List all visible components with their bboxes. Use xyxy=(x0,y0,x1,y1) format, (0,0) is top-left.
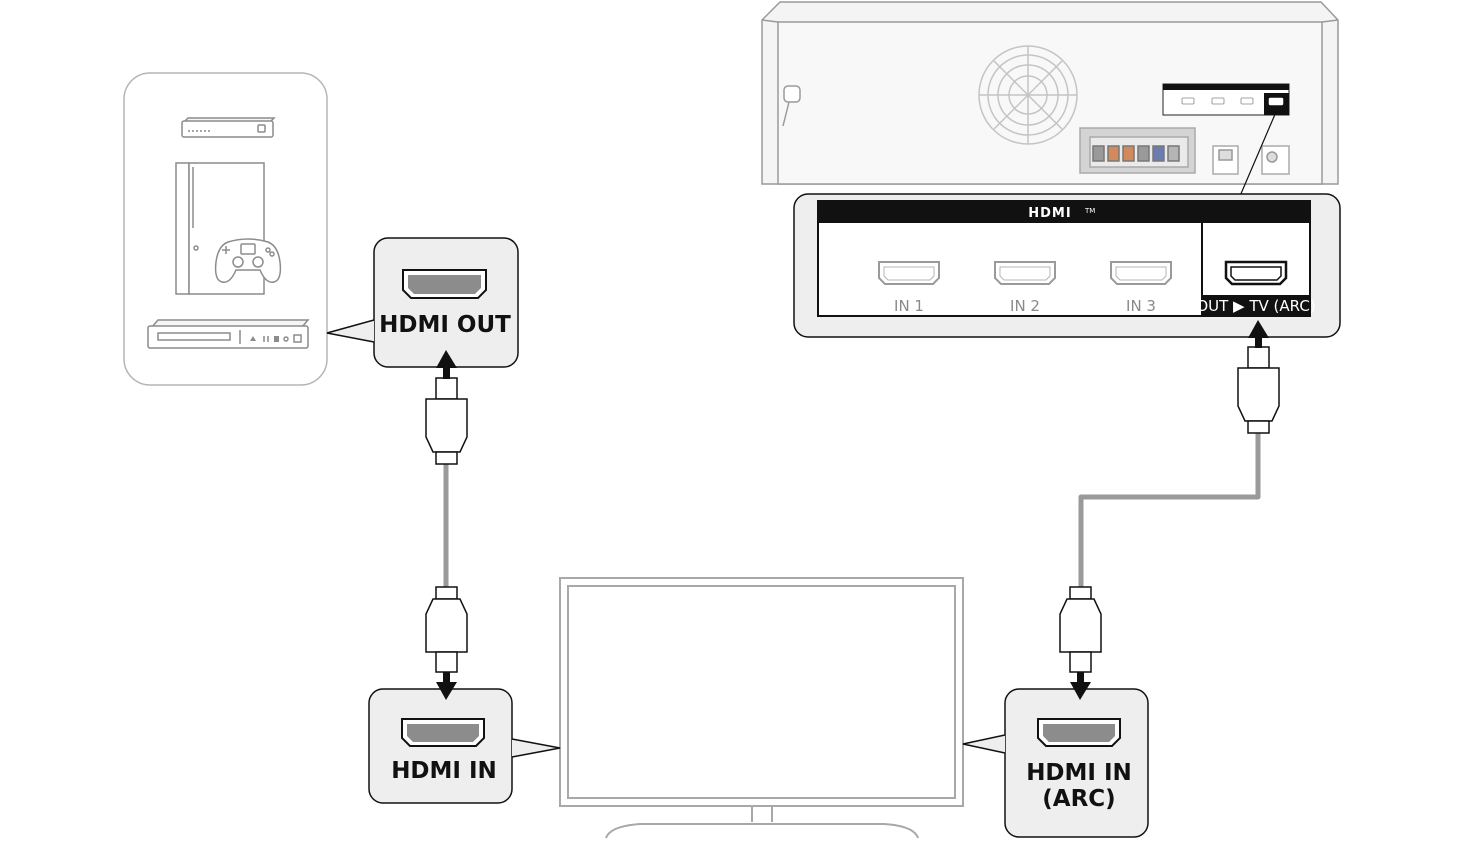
hdmi-in-arc-label-line1: HDMI IN xyxy=(1026,760,1132,786)
blu-ray-player-icon xyxy=(147,319,310,349)
soundbar-hdmi-mini-panel xyxy=(1162,83,1290,116)
speaker-terminals-icon xyxy=(1079,127,1196,174)
hdmi-in-1-port: IN 1 xyxy=(878,261,940,315)
hdmi-in-3-label: IN 3 xyxy=(1126,297,1156,315)
hdmi-logo: HDMI xyxy=(1028,206,1071,221)
hdmi-connector-icon xyxy=(1237,346,1280,434)
arrow-icon xyxy=(436,350,457,379)
hdmi-out-arc-port xyxy=(1224,260,1288,286)
hdmi-port-icon xyxy=(1037,718,1121,747)
arrow-icon xyxy=(1070,672,1091,700)
hdmi-in-1-label: IN 1 xyxy=(894,297,924,315)
soundbar-hdmi-panel: HDMI TM IN 1 IN 2 IN 3 OUT ▶ TV (ARC) xyxy=(793,193,1341,338)
hdmi-out-arc-label: OUT ▶ TV (ARC) xyxy=(1196,297,1315,315)
hdmi-out-label: HDMI OUT xyxy=(379,312,511,338)
hdmi-connector-icon xyxy=(1059,586,1102,673)
arrow-icon xyxy=(1248,320,1269,348)
hdmi-in-3-port: IN 3 xyxy=(1110,261,1172,315)
tv-icon xyxy=(559,577,964,839)
hdmi-connector-icon xyxy=(425,586,468,673)
hdmi-in-label: HDMI IN xyxy=(391,758,497,784)
tv-hdmi-in-callout: HDMI IN xyxy=(368,688,561,804)
source-hdmi-out-callout: HDMI OUT xyxy=(326,237,519,368)
hdmi-in-2-label: IN 2 xyxy=(1010,297,1040,315)
hdmi-port-icon xyxy=(402,269,487,299)
vent-icon xyxy=(978,45,1078,145)
tv-hdmi-arc-callout: HDMI IN (ARC) xyxy=(962,688,1149,838)
zoom-pointer-line xyxy=(1239,111,1277,197)
hdmi-connector-icon xyxy=(425,377,468,465)
hdmi-cable-2 xyxy=(1059,320,1280,700)
set-top-box-icon xyxy=(181,117,276,138)
hdmi-trademark: TM xyxy=(1084,207,1095,215)
hdmi-port-icon xyxy=(401,718,485,747)
soundbar-rear-icon xyxy=(761,1,1339,185)
hdmi-in-arc-label-line2: (ARC) xyxy=(1042,786,1115,812)
hdmi-cable-1 xyxy=(425,350,468,700)
hdmi-in-2-port: IN 2 xyxy=(994,261,1056,315)
source-devices-panel xyxy=(123,72,328,386)
gamepad-icon xyxy=(214,238,282,283)
arrow-icon xyxy=(436,672,457,700)
